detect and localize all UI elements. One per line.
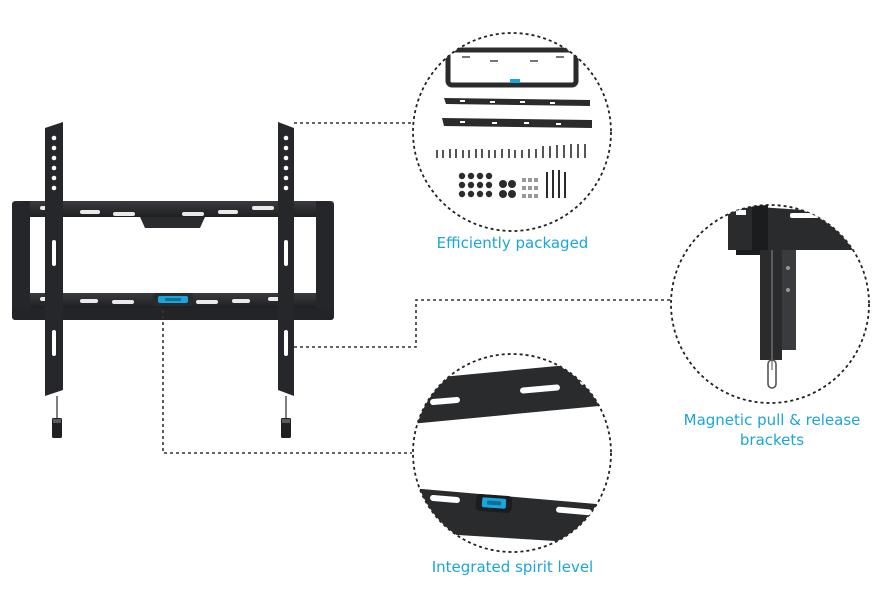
right-vertical-bracket [278,122,294,438]
frame-left-end [12,201,30,320]
magnetic-bracket-detail [670,204,870,404]
label-efficiently-packaged: Efficiently packaged [436,234,589,252]
label-spirit-level: Integrated spirit level [431,558,594,576]
spirit-level-detail [412,353,612,553]
tv-wall-mount-illustration [12,122,334,438]
connector-magnetic [294,299,670,348]
frame-right-end [316,201,334,320]
parts-kit-detail [412,32,612,232]
left-vertical-bracket [45,122,63,438]
connector-lines [162,122,670,454]
label-magnetic-brackets: Magnetic pull & release brackets [683,411,861,449]
connector-spirit [162,310,412,454]
